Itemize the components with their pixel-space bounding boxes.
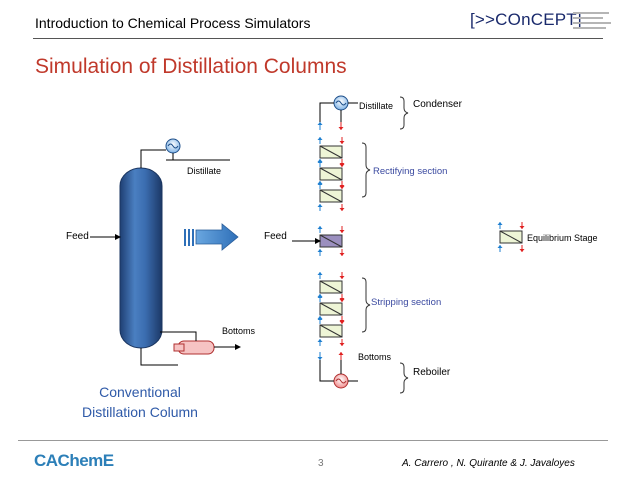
transform-arrow <box>184 223 239 251</box>
footer-divider <box>18 440 608 441</box>
conv-feed-label: Feed <box>66 231 89 242</box>
equilibrium-stage-legend-label: Equilibrium Stage <box>527 233 598 243</box>
liquid-arrow-head <box>339 208 345 211</box>
liquid-arrow-head <box>339 276 345 279</box>
vapor-arrow-head <box>317 316 323 319</box>
liquid-arrow-head <box>339 163 345 166</box>
header-title: Introduction to Chemical Process Simulat… <box>35 15 311 31</box>
liquid-arrow-head <box>339 185 345 188</box>
liquid-arrow-head <box>339 343 345 346</box>
rectifying-section-label: Rectifying section <box>373 166 448 177</box>
reboiler-icon <box>173 340 215 355</box>
vapor-arrow-head <box>317 181 323 184</box>
footer-authors: A. Carrero , N. Quirante & J. Javaloyes <box>402 458 575 469</box>
column-caption: Conventional Distillation Column <box>60 382 220 422</box>
cacheme-logo: CAChemE <box>34 451 114 470</box>
staged-distillate-label: Distillate <box>359 101 394 111</box>
liquid-arrow-head <box>339 253 345 256</box>
reboiler-label: Reboiler <box>413 367 451 378</box>
condenser-label: Condenser <box>413 99 462 110</box>
stripping-section-label: Stripping section <box>371 297 442 308</box>
vapor-arrow-head <box>317 357 323 360</box>
vapor-arrow-head <box>317 204 323 207</box>
slide-title: Simulation of Distillation Columns <box>35 55 347 78</box>
vapor-arrow-head <box>317 226 323 229</box>
liquid-arrow-head <box>338 352 344 355</box>
staged-column <box>292 95 523 394</box>
vapor-arrow-head <box>317 122 323 125</box>
rectifying-stages <box>319 145 343 203</box>
conv-bottoms-label: Bottoms <box>222 326 256 336</box>
column-caption-line1: Conventional <box>99 384 181 400</box>
staged-feed-label: Feed <box>264 231 287 242</box>
conventional-column <box>90 138 241 366</box>
legend-vapor-arrow-head <box>497 245 503 248</box>
staged-bottoms-label: Bottoms <box>358 352 392 362</box>
vapor-arrow-head <box>317 137 323 140</box>
column-caption-line2: Distillation Column <box>82 404 198 420</box>
stripping-stages <box>319 280 343 338</box>
concept-logo-text: [>>COnCEPT] <box>470 10 582 29</box>
flow-arrows <box>317 122 525 360</box>
vapor-arrow-head <box>317 159 323 162</box>
vapor-arrow-head <box>317 272 323 275</box>
liquid-arrow-head <box>339 230 345 233</box>
legend-vapor-arrow-head <box>497 222 503 225</box>
liquid-arrow-head <box>338 127 344 130</box>
liquid-arrow-head <box>339 141 345 144</box>
vapor-arrow-head <box>317 249 323 252</box>
page-number: 3 <box>318 458 324 469</box>
vapor-arrow-head <box>317 339 323 342</box>
header-divider <box>33 38 603 39</box>
concept-logo-subtext <box>573 12 613 32</box>
conv-distillate-label: Distillate <box>187 166 222 176</box>
legend-liquid-arrow-head <box>519 249 525 252</box>
liquid-arrow-head <box>339 320 345 323</box>
liquid-arrow-head <box>339 298 345 301</box>
legend-liquid-arrow-head <box>519 226 525 229</box>
concept-logo: [>>COnCEPT] <box>470 8 613 36</box>
vapor-arrow-head <box>317 294 323 297</box>
